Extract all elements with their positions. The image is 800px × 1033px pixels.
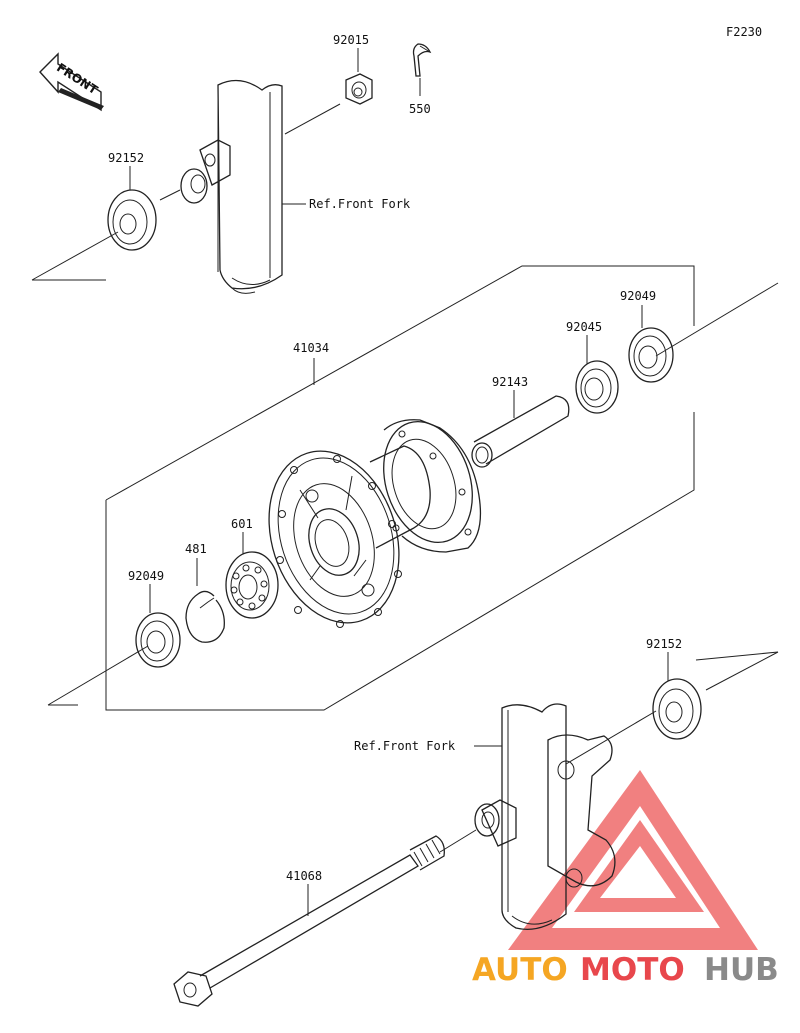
nut-92015: [345, 73, 373, 105]
callout-92152-right: 92152: [646, 637, 682, 651]
wordmark-moto: MOTO: [580, 952, 685, 988]
bearing-92045: [575, 360, 619, 414]
callout-92152-left: 92152: [108, 151, 144, 165]
front-direction-arrow-icon: FRONT: [39, 52, 104, 112]
callout-92049-left: 92049: [128, 569, 164, 583]
callout-92143: 92143: [492, 375, 528, 389]
callout-41034: 41034: [293, 341, 329, 355]
hub-assembly-outline: [105, 265, 695, 711]
callout-41068: 41068: [286, 869, 322, 883]
callout-92049-right: 92049: [620, 289, 656, 303]
axle-41068: [173, 835, 445, 1007]
oil-seal-92049-right: [628, 327, 674, 383]
callout-481: 481: [185, 542, 207, 556]
automotohub-logo: [508, 770, 758, 950]
callout-550: 550: [409, 102, 431, 116]
front-fork-upper: [180, 79, 283, 294]
callout-92045: 92045: [566, 320, 602, 334]
wordmark-hub: HUB: [704, 952, 779, 988]
figure-code: F2230: [726, 25, 762, 39]
bearing-601: [225, 551, 279, 619]
collar-92152-left: [107, 189, 157, 251]
wheel-hub: [268, 419, 482, 628]
wordmark-auto: AUTO: [472, 952, 568, 988]
automotohub-wordmark: AUTO MOTO HUB: [472, 952, 779, 988]
oil-seal-92049-left: [135, 612, 181, 668]
collar-92152-right: [652, 678, 702, 740]
front-fork-lower: [474, 703, 616, 931]
callout-92015: 92015: [333, 33, 369, 47]
ref-front-fork-lower: Ref.Front Fork: [354, 739, 456, 753]
spacer-92143: [471, 395, 570, 468]
ref-front-fork-upper: Ref.Front Fork: [309, 197, 411, 211]
cotter-pin-550: [412, 43, 432, 77]
callout-601: 601: [231, 517, 253, 531]
circlip-481: [185, 590, 225, 643]
